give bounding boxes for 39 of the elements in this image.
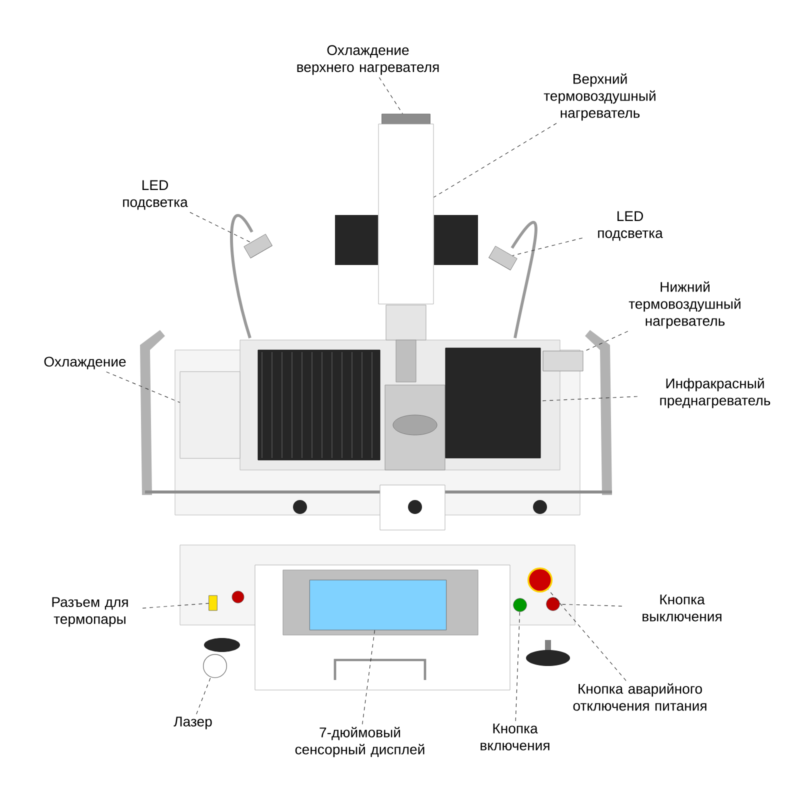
push-button [546,597,560,611]
leader-line [560,604,622,606]
leader-line [515,612,520,722]
leader-line [106,372,180,403]
touch-display [309,580,447,630]
leader-line [142,603,209,608]
leader-line [362,630,375,725]
leader-line [433,122,557,198]
led-lamp [244,234,272,258]
part-label: Кнопка аварийного отключения питания [573,683,706,711]
wire-loop [202,654,228,678]
part-label: Охлаждение верхнего нагревателя [297,45,439,75]
part-label: Нижний термовоздушный нагреватель [628,281,740,329]
leader-line [540,396,638,402]
leader-line [378,77,403,114]
leader-line [190,212,251,243]
connector-socket [208,595,218,611]
emergency-button [527,567,553,593]
heater-housing [378,124,434,304]
leader-line [548,589,626,681]
heater-grid [445,348,541,458]
part-label: LED подсветка [598,211,663,241]
leader-line [196,676,211,714]
part-label: Кнопка выключения [642,594,722,622]
side-panel [180,371,240,459]
part-label: Инфракрасный преднагреватель [660,378,770,408]
part-label: Кнопка включения [480,724,550,750]
heater-clamp [542,350,584,372]
fan-grille [382,114,430,124]
push-button [513,598,527,612]
led-lamp [488,246,518,270]
part-label: 7-дюймовый сенсорный дисплей [295,726,424,758]
part-label: LED подсветка [123,180,188,210]
part-label: Лазер [174,716,212,730]
part-label: Верхний термовоздушный нагреватель [544,73,656,121]
leader-line [512,238,583,256]
push-button [232,590,244,604]
part-label: Охлаждение [44,356,126,370]
part-label: Разъем для термопары [52,597,128,627]
